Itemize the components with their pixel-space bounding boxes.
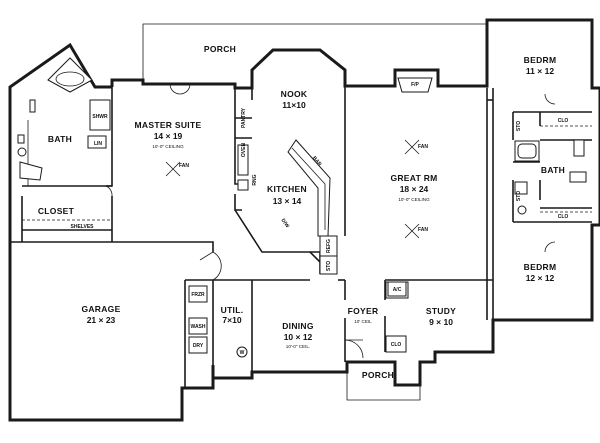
dining-label: DINING [282,321,314,331]
clo-label: CLO [391,342,402,348]
foyer-label: FOYER [348,306,379,316]
study-label: STUDY [426,306,456,316]
bedroom-2-label: BEDRM [524,262,557,272]
dining-ceiling: 10'-0" CEIL. [286,344,310,349]
water-heater-label: W [240,350,245,356]
pantry-label: PANTRY [241,107,247,128]
great-room-ceiling: 10'-0" CEILING [398,197,430,202]
master-suite-ceiling: 10'-0" CEILING [152,144,184,149]
garage-size: 21 × 23 [87,315,116,325]
front-porch-outline [346,362,421,401]
fixture-labels: FAN FAN FAN PANTRY OVEN RNG D/W BAR REFG… [71,82,569,356]
rear-porch: PORCH [142,23,488,88]
fan-icon [165,161,181,177]
util-size: 7×10 [222,315,241,325]
master-suite-size: 14 × 19 [154,131,183,141]
dining-size: 10 × 12 [284,332,313,342]
doors [105,83,556,359]
clo-label: CLO [558,118,569,124]
linen-label: LIN [94,141,102,147]
rear-porch-label: PORCH [204,44,236,54]
room-labels: NOOK 11×10 MASTER SUITE 14 × 19 10'-0" C… [38,55,565,380]
study-size: 9 × 10 [429,317,453,327]
master-bath-label: BATH [48,134,72,144]
clo-label: CLO [558,214,569,220]
ceiling-fans [165,139,420,239]
bedroom-1-size: 11 × 12 [526,66,554,76]
nook-size: 11×10 [282,100,306,110]
dishwasher-label: D/W [280,218,291,230]
fan-icon [404,223,420,239]
bedroom-2-size: 12 × 12 [526,273,555,283]
interior-walls [10,86,592,388]
fan-label: FAN [179,163,189,169]
freezer-label: FRZR [191,292,205,298]
garage-label: GARAGE [81,304,120,314]
storage-label: STO [516,191,522,201]
nook-label: NOOK [281,89,308,99]
bath-2-label: BATH [541,165,565,175]
ac-label: A/C [393,287,402,293]
storage-label: STO [516,121,522,131]
washer-label: WASH [191,324,206,330]
fan-icon [404,139,420,155]
dryer-label: DRY [193,343,204,349]
foyer-ceiling: 10' CEIL [354,319,372,324]
oven-label: OVEN [241,143,247,158]
kitchen-size: 13 × 14 [273,196,302,206]
great-room-label: GREAT RM [390,173,437,183]
shelves-label: SHELVES [71,224,95,230]
storage-label: STO [326,261,332,271]
exterior-walls [8,18,600,422]
bedroom-1-label: BEDRM [524,55,557,65]
closet-label: CLOSET [38,206,75,216]
bar-label: BAR [311,155,323,167]
fixtures [17,57,587,358]
fireplace-label: F/P [411,82,419,88]
util-label: UTIL. [221,305,244,315]
kitchen-label: KITCHEN [267,184,307,194]
master-suite-label: MASTER SUITE [135,120,202,130]
fan-label: FAN [418,227,428,233]
range-label: RNG [252,174,258,185]
shower-label: SHWR [92,114,108,120]
front-porch-label: PORCH [362,370,394,380]
great-room-size: 18 × 24 [400,184,429,194]
fan-label: FAN [418,144,428,150]
refrigerator-label: REFG [326,239,332,253]
